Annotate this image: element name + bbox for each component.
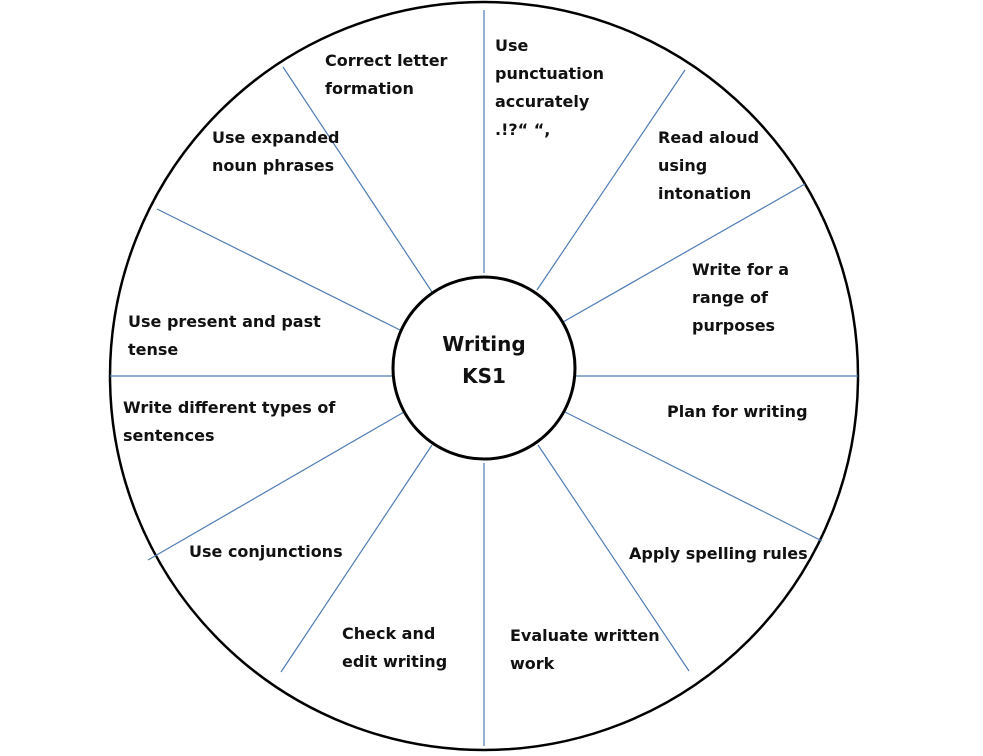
center-circle (391, 275, 577, 461)
segment-label-plan: Plan for writing (667, 402, 808, 421)
spoke (156, 208, 401, 331)
segment-label-evaluate: Evaluate written work (510, 626, 660, 673)
segment-label-letter-formation: Correct letter formation (325, 51, 448, 98)
spoke (536, 69, 686, 291)
segment-label-noun-phrases: Use expanded noun phrases (212, 128, 340, 175)
segment-label-punctuation: Use punctuation accurately .!?“ “, (495, 36, 605, 139)
spoke (537, 444, 690, 672)
segment-label-sentences: Write different types of sentences (123, 398, 336, 445)
segment-label-tense: Use present and past tense (128, 312, 321, 359)
segment-label-spelling: Apply spelling rules (629, 544, 808, 563)
spokes (110, 10, 858, 746)
spoke (562, 183, 806, 323)
spoke (564, 411, 823, 542)
spoke (282, 66, 433, 293)
segment-label-check-edit: Check and edit writing (342, 624, 448, 671)
segment-label-purposes: Write for a range of purposes (692, 260, 790, 335)
segment-label-read-aloud: Read aloud using intonation (658, 128, 760, 203)
spoke (147, 411, 405, 561)
spoke (280, 444, 433, 673)
segment-label-conjunctions: Use conjunctions (189, 542, 343, 561)
center-title: Writing KS1 (442, 332, 526, 388)
